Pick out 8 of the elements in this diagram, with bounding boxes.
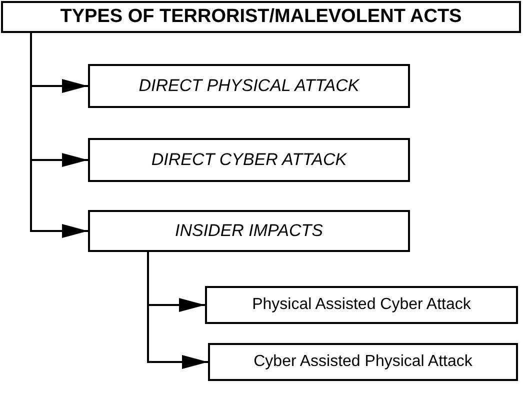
arrow — [147, 252, 208, 369]
arrow — [30, 33, 88, 238]
category-box: TYPES OF TERRORIST/MALEVOLENT ACTS — [1, 1, 521, 33]
category-box: Physical Assisted Cyber Attack — [205, 286, 518, 324]
category-box: Cyber Assisted Physical Attack — [208, 343, 518, 381]
category-box: INSIDER IMPACTS — [88, 210, 410, 252]
category-box: DIRECT PHYSICAL ATTACK — [88, 64, 410, 108]
category-box: DIRECT CYBER ATTACK — [88, 138, 410, 182]
